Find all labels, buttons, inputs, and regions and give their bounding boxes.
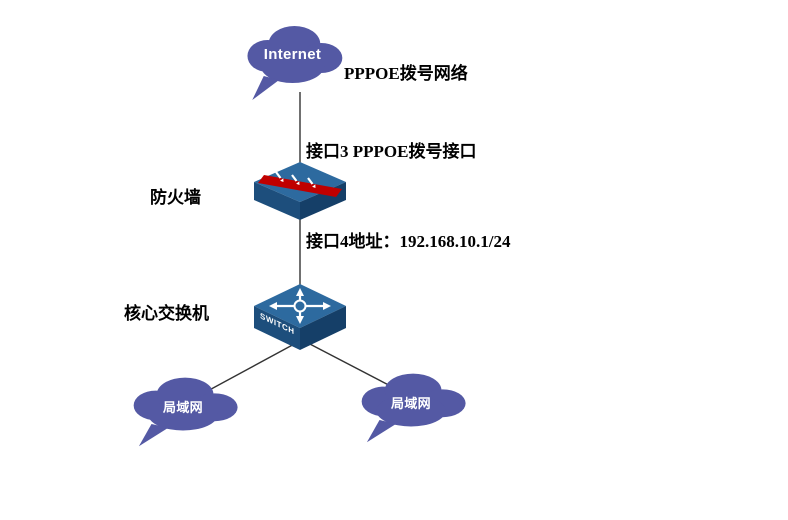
- interface4-label: 接口4地址：192.168.10.1/24: [306, 232, 511, 251]
- firewall-label: 防火墙: [150, 188, 201, 207]
- switch-icon: SWITCH: [254, 284, 346, 350]
- cloud-icon: [247, 26, 343, 100]
- link-switch-lan-left: [201, 341, 299, 395]
- firewall-icon: [254, 162, 346, 220]
- pppoe-network-label: PPPOE拨号网络: [344, 64, 468, 83]
- internet-label: Internet: [263, 46, 322, 63]
- core-switch-label: 核心交换机: [124, 304, 209, 323]
- firewall-node: [250, 160, 350, 224]
- internet-cloud-node: Internet: [235, 20, 350, 104]
- link-switch-lan-right: [305, 341, 403, 393]
- lan-right-label: 局域网: [391, 396, 431, 411]
- lan-left-cloud-node: 局域网: [120, 372, 246, 450]
- lan-right-cloud-node: 局域网: [348, 368, 474, 446]
- interface3-label: 接口3 PPPOE拨号接口: [306, 142, 477, 161]
- core-switch-node: SWITCH: [250, 282, 350, 354]
- cloud-icon: [361, 373, 466, 443]
- cloud-icon: [133, 377, 238, 447]
- lan-left-label: 局域网: [163, 400, 203, 415]
